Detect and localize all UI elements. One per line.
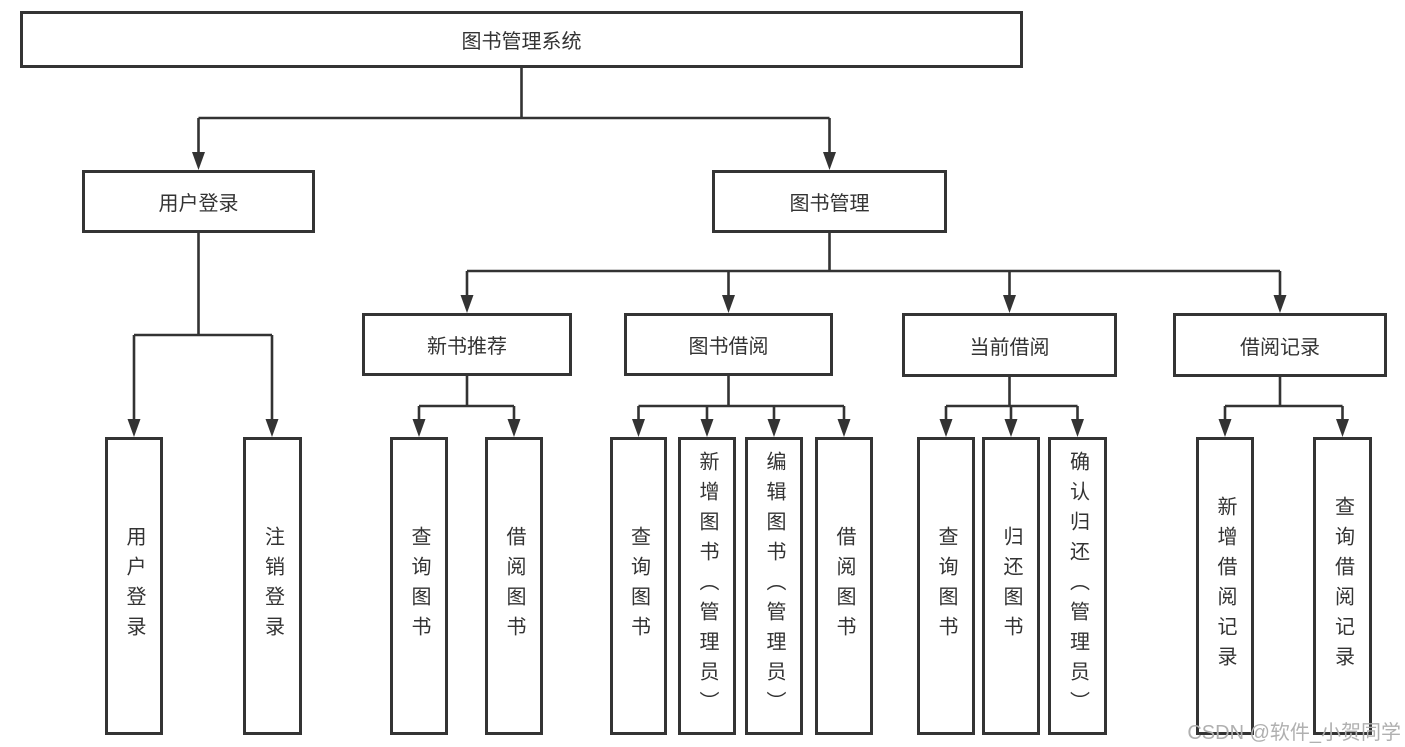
leaf-bb-query-books-label: 查询图书 (627, 526, 650, 646)
connector-new-book-recommend-children (412, 376, 521, 437)
section-current-borrow: 当前借阅 (902, 313, 1117, 377)
leaf-bb-borrow-books-label: 借阅图书 (833, 526, 855, 646)
section-book-borrow: 图书借阅 (624, 313, 833, 376)
connector-user-login-children (127, 233, 279, 437)
connector-current-borrow-children (939, 376, 1084, 437)
leaf-cb-return-books: 归还图书 (982, 437, 1040, 735)
leaf-cb-confirm-return-admin: 确认归还（管理员） (1048, 437, 1107, 735)
section-current-borrow-label: 当前借阅 (969, 336, 1050, 359)
leaf-bb-query-books: 查询图书 (610, 437, 667, 735)
section-new-book-recommend-label: 新书推荐 (427, 336, 507, 358)
csdn-watermark: CSDN @软件_小贺同学 (1187, 722, 1401, 744)
connector-root-to-level2 (192, 68, 836, 170)
leaf-bb-borrow-books: 借阅图书 (815, 437, 873, 735)
leaf-nbr-query-books-label: 查询图书 (408, 526, 430, 646)
branch-user-login-label: 用户登录 (158, 193, 239, 215)
leaf-br-query-record-label: 查询借阅记录 (1331, 496, 1354, 676)
connector-book-borrow-children (632, 376, 851, 437)
leaf-bb-add-books-admin: 新增图书（管理员） (678, 437, 736, 735)
leaf-cb-confirm-return-admin-label: 确认归还（管理员） (1066, 451, 1089, 721)
root-node: 图书管理系统 (20, 11, 1023, 68)
leaf-logout-label: 注销登录 (261, 526, 284, 646)
connector-book-management-sections (460, 233, 1287, 313)
leaf-user-login: 用户登录 (105, 437, 163, 735)
branch-user-login: 用户登录 (82, 170, 315, 233)
leaf-bb-edit-books-admin: 编辑图书（管理员） (745, 437, 803, 735)
leaf-cb-return-books-label: 归还图书 (1000, 526, 1022, 646)
leaf-nbr-borrow-books-label: 借阅图书 (503, 526, 525, 646)
leaf-br-query-record: 查询借阅记录 (1313, 437, 1372, 735)
leaf-cb-query-books: 查询图书 (917, 437, 975, 735)
section-new-book-recommend: 新书推荐 (362, 313, 572, 376)
leaf-bb-add-books-admin-label: 新增图书（管理员） (696, 451, 718, 721)
section-book-borrow-label: 图书借阅 (688, 336, 769, 358)
leaf-nbr-query-books: 查询图书 (390, 437, 448, 735)
leaf-logout: 注销登录 (243, 437, 302, 735)
connector-borrow-records-children (1218, 376, 1349, 437)
leaf-nbr-borrow-books: 借阅图书 (485, 437, 543, 735)
leaf-br-add-record: 新增借阅记录 (1196, 437, 1254, 735)
branch-book-management-label: 图书管理 (789, 193, 870, 215)
leaf-user-login-label: 用户登录 (123, 526, 145, 646)
section-borrow-records: 借阅记录 (1173, 313, 1387, 377)
branch-book-management: 图书管理 (712, 170, 947, 233)
leaf-br-add-record-label: 新增借阅记录 (1214, 496, 1236, 676)
section-borrow-records-label: 借阅记录 (1240, 336, 1320, 359)
leaf-bb-edit-books-admin-label: 编辑图书（管理员） (763, 451, 785, 721)
root-node-label: 图书管理系统 (461, 31, 582, 53)
leaf-cb-query-books-label: 查询图书 (935, 526, 957, 646)
